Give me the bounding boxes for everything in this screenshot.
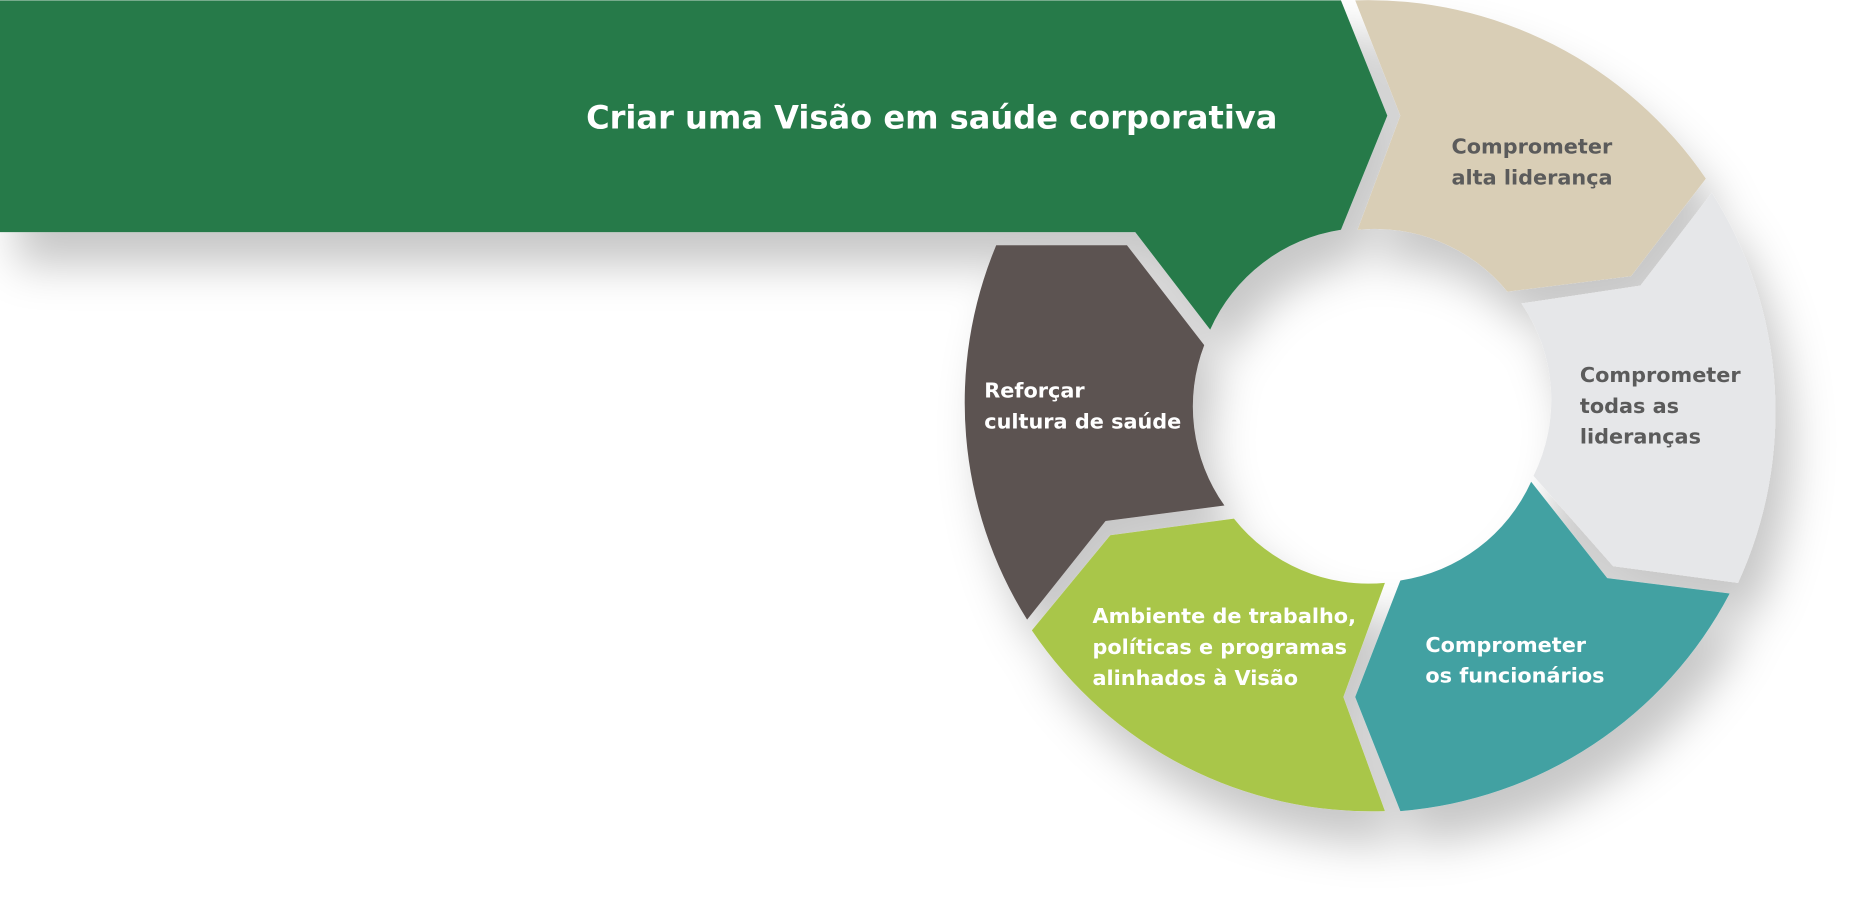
label-line: todas as: [1580, 394, 1679, 418]
segment-top-leadership: [1355, 0, 1706, 292]
label-environment: Ambiente de trabalho, políticas e progra…: [1092, 604, 1356, 690]
label-line: Comprometer: [1580, 363, 1741, 387]
label-line: Ambiente de trabalho,: [1092, 604, 1356, 628]
segment-employees: [1355, 481, 1730, 812]
label-top-leadership: Comprometer alta liderança: [1451, 135, 1612, 190]
label-line: lideranças: [1580, 425, 1701, 449]
label-all-leadership: Comprometer todas as lideranças: [1580, 363, 1741, 449]
label-line: alinhados à Visão: [1092, 666, 1298, 690]
segment-all-leadership: [1521, 192, 1776, 583]
label-employees: Comprometer os funcionários: [1425, 633, 1604, 688]
segment-culture: [964, 245, 1225, 620]
label-line: Comprometer: [1425, 633, 1586, 657]
label-line: Comprometer: [1451, 135, 1612, 159]
vision-title: Criar uma Visão em saúde corporativa: [586, 99, 1277, 137]
segment-environment: [1031, 518, 1385, 812]
label-culture: Reforçar cultura de saúde: [984, 378, 1181, 433]
label-line: os funcionários: [1425, 664, 1604, 688]
label-line: políticas e programas: [1092, 635, 1347, 659]
label-line: cultura de saúde: [984, 409, 1181, 433]
segment-vision-banner: [0, 0, 1388, 330]
label-line: Reforçar: [984, 378, 1085, 402]
label-line: alta liderança: [1451, 166, 1612, 190]
